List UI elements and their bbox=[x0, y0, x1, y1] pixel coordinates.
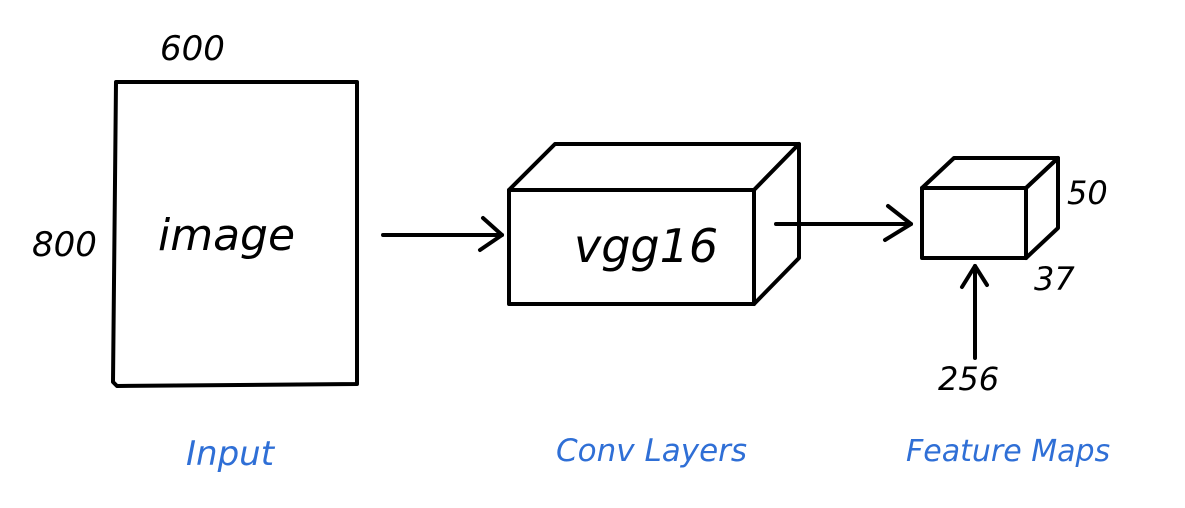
feature-block: 50 37 bbox=[920, 156, 1108, 298]
arrow-channels: 256 bbox=[938, 264, 999, 398]
feature-caption: Feature Maps bbox=[906, 434, 1110, 469]
input-caption: Input bbox=[186, 434, 276, 474]
input-height-label: 800 bbox=[32, 225, 97, 265]
arrow-channels-head bbox=[960, 264, 989, 289]
feature-channels-label: 256 bbox=[938, 360, 999, 398]
feature-box-top-face bbox=[920, 156, 1060, 190]
input-block: image 600 800 bbox=[32, 29, 359, 388]
feature-box-front-face bbox=[920, 186, 1028, 260]
feature-height-label: 50 bbox=[1067, 174, 1108, 212]
conv-block: vgg16 bbox=[507, 142, 801, 306]
arrow-conv-to-feature bbox=[774, 204, 913, 242]
input-image-rect bbox=[111, 80, 359, 388]
conv-box-front-face bbox=[507, 188, 756, 306]
conv-box-top-face bbox=[507, 142, 801, 192]
input-width-label: 600 bbox=[160, 29, 225, 69]
input-image-label: image bbox=[158, 210, 295, 261]
conv-caption: Conv Layers bbox=[556, 433, 747, 469]
arrow-conv-to-feature-head bbox=[883, 204, 913, 242]
arrow-input-to-conv-head bbox=[478, 216, 504, 252]
conv-box-label: vgg16 bbox=[574, 219, 718, 273]
arrow-input-to-conv bbox=[381, 216, 504, 252]
feature-width-label: 37 bbox=[1034, 260, 1075, 298]
